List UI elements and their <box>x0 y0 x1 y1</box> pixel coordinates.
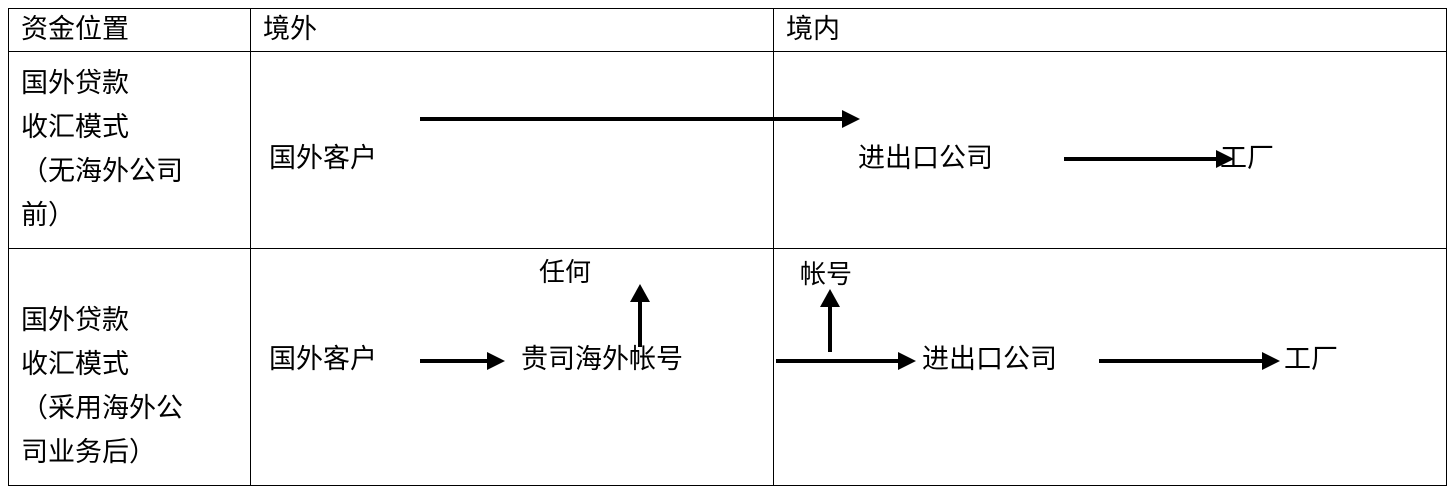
row2-label-line-4: 司业务后） <box>21 437 156 468</box>
row2-onshore-cell: 帐号 进出口公司 工厂 <box>773 248 1447 486</box>
node-foreign-customer: 国外客户 <box>269 344 377 375</box>
table-header-row: 资金位置 境外 境内 <box>8 8 1447 52</box>
row2-offshore-cell: 任何 国外客户 贵司海外帐号 <box>250 248 774 486</box>
import-export-to-factory-arrow-icon <box>1064 150 1234 168</box>
header-cell-onshore: 境内 <box>773 8 1447 52</box>
row2-label-cell: 国外贷款 收汇模式 （采用海外公 司业务后） <box>8 248 251 486</box>
foreign-customer-to-offshore-account-arrow-icon <box>420 352 505 370</box>
account-inflow-arrow-icon <box>820 289 840 352</box>
header-cell-offshore: 境外 <box>250 8 774 52</box>
node-your-offshore-account: 贵司海外帐号 <box>521 344 683 375</box>
offshore-account-to-import-export-arrow-icon <box>776 352 916 370</box>
node-foreign-customer: 国外客户 <box>269 143 377 174</box>
foreign-customer-to-import-export-arrow-icon <box>420 110 860 128</box>
node-factory: 工厂 <box>1284 344 1338 375</box>
row1-label-line-4: 前） <box>21 200 75 231</box>
header-label-onshore: 境内 <box>786 14 840 45</box>
account-label: 帐号 <box>800 260 853 290</box>
header-cell-fund-position: 资金位置 <box>8 8 251 52</box>
row2-label-line-2: 收汇模式 <box>21 349 129 380</box>
header-label-offshore: 境外 <box>263 14 317 45</box>
import-export-to-factory-arrow-icon <box>1099 352 1280 370</box>
row1-onshore-cell: 进出口公司 工厂 <box>773 51 1447 249</box>
row1-label-line-1: 国外贷款 <box>21 68 129 99</box>
any-label: 任何 <box>539 258 592 288</box>
table-row: 国外贷款 收汇模式 （采用海外公 司业务后） 任何 国外客户 贵司海外帐号 <box>8 248 1447 486</box>
row1-label-line-3: （无海外公司 <box>21 156 183 187</box>
fund-flow-table: 资金位置 境外 境内 国外贷款 收汇模式 （无海外公司 前） <box>8 8 1447 486</box>
row1-label-line-2: 收汇模式 <box>21 112 129 143</box>
row2-label-line-1: 国外贷款 <box>21 305 129 336</box>
row2-label: 国外贷款 收汇模式 （采用海外公 司业务后） <box>9 249 250 485</box>
row1-onshore-diagram: 进出口公司 工厂 <box>774 52 1446 248</box>
any-to-offshore-account-arrow-icon <box>630 284 650 347</box>
row2-onshore-diagram: 帐号 进出口公司 工厂 <box>774 249 1446 485</box>
table-row: 国外贷款 收汇模式 （无海外公司 前） 国外客户 进出口公司 <box>8 51 1447 249</box>
row1-label-cell: 国外贷款 收汇模式 （无海外公司 前） <box>8 51 251 249</box>
header-label-fund-position: 资金位置 <box>21 14 129 45</box>
node-import-export-company: 进出口公司 <box>858 143 993 174</box>
row1-label: 国外贷款 收汇模式 （无海外公司 前） <box>9 52 250 248</box>
node-factory: 工厂 <box>1220 143 1274 174</box>
row1-offshore-cell: 国外客户 <box>250 51 774 249</box>
node-import-export-company: 进出口公司 <box>922 344 1057 375</box>
row2-offshore-diagram: 任何 国外客户 贵司海外帐号 <box>251 249 773 485</box>
row2-label-line-3: （采用海外公 <box>21 393 183 424</box>
row1-offshore-diagram: 国外客户 <box>251 52 773 248</box>
